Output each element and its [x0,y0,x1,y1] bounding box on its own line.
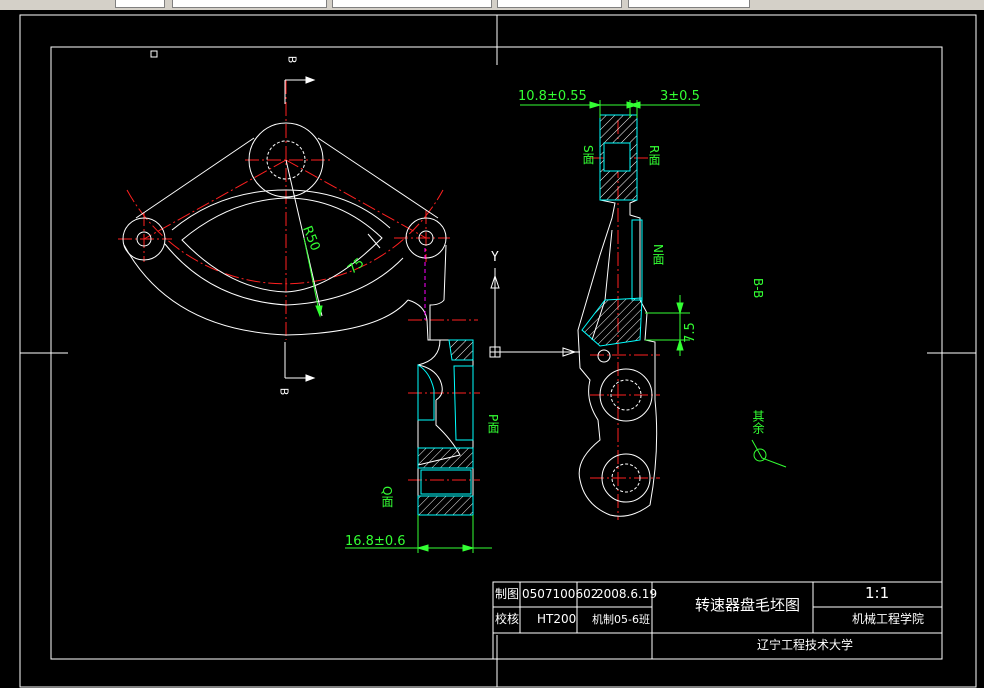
toolbar-icon-group[interactable] [115,0,165,8]
frame-center-marks [20,15,976,687]
ucs-y-label: Y [491,250,499,265]
drawing-canvas[interactable]: B B R50 75 10.8±0.55 3±0.5 7.5 16.8±0.6 … [0,10,984,688]
surface-label-n: N面 [651,244,665,265]
scrollbar-top[interactable] [966,0,984,10]
dim-thickness: 7.5 [682,322,698,343]
view-label: B-B [751,278,765,299]
section-mark-bottom: B [277,387,291,396]
layer-dropdown[interactable] [172,0,327,8]
tb-drawing-no: 机制05-6班 [592,613,650,626]
dim-width-total: 10.8±0.55 [518,89,587,104]
lineweight-dropdown[interactable] [628,0,750,8]
dim-width-small: 3±0.5 [660,89,700,104]
surface-label-r: R面 [647,145,661,166]
scrollbar-right[interactable] [966,10,984,688]
roughness-note: 其余 [751,410,765,434]
grip-marker [150,50,158,58]
dim-hub-width: 16.8±0.6 [345,534,406,549]
surface-label-s: S面 [581,145,595,165]
outer-frame [19,14,977,688]
drawing-frame [50,46,943,660]
tb-drawn-date: 2008.6.19 [596,587,658,601]
front-view [118,76,492,553]
tb-scale: 1:1 [865,584,890,602]
cad-drawing [19,10,984,688]
ucs-icon [489,268,580,358]
surface-label-q: Q面 [380,486,394,508]
tb-school: 辽宁工程技术大学 [757,638,854,652]
tb-material: HT200 [537,612,577,626]
tb-drawn-label: 制图 [495,587,520,601]
roughness-symbol [751,439,787,468]
tb-department: 机械工程学院 [852,612,925,626]
window-toolbar [0,0,984,10]
section-mark-top: B [285,55,299,64]
section-view [520,100,787,520]
color-dropdown[interactable] [332,0,492,8]
linetype-dropdown[interactable] [497,0,622,8]
surface-label-p: P面 [486,414,500,434]
tb-drawn-id: 0507100602 [522,587,599,601]
tb-title: 转速器盘毛坯图 [695,596,801,614]
title-block-frame [492,581,943,660]
tb-checked-label: 校核 [495,612,520,626]
